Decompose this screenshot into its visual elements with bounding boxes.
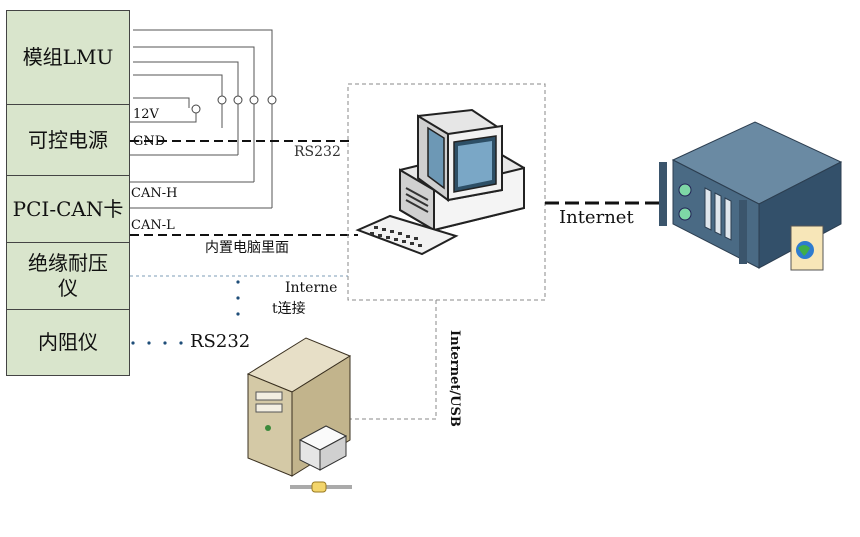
module-power: 可控电源 bbox=[6, 104, 130, 176]
label-can-h: CAN-H bbox=[131, 186, 178, 201]
printer-server-icon bbox=[246, 337, 352, 493]
contact-circles bbox=[191, 95, 277, 114]
label-internet-server: Internet bbox=[559, 207, 634, 228]
internet-dots bbox=[236, 280, 240, 316]
label-can-l: CAN-L bbox=[131, 218, 175, 233]
label-internet-conn-1: Interne bbox=[285, 280, 338, 296]
label-12v: 12V bbox=[133, 107, 159, 122]
label-builtin-pc: 内置电脑里面 bbox=[205, 240, 289, 256]
module-lmu: 模组LMU bbox=[6, 10, 130, 105]
computer-icon bbox=[355, 108, 525, 256]
label-rs232-meter: RS232 bbox=[190, 331, 251, 352]
computer-enclosure bbox=[347, 83, 546, 301]
server-icon bbox=[659, 121, 843, 271]
module-pci-can: PCI-CAN卡 bbox=[6, 175, 130, 243]
label-rs232-pc: RS232 bbox=[294, 144, 341, 160]
lmu-wires bbox=[130, 29, 273, 209]
module-insulation-tester-label: 绝缘耐压仪 bbox=[28, 251, 108, 300]
internet-usb-link bbox=[350, 300, 437, 420]
module-insulation-tester: 绝缘耐压仪 bbox=[6, 242, 130, 310]
module-resistance-meter: 内阻仪 bbox=[6, 309, 130, 376]
module-lmu-label: 模组LMU bbox=[22, 45, 114, 69]
label-internet-conn-2: t连接 bbox=[272, 301, 306, 317]
label-internet-usb: Internet/USB bbox=[447, 330, 462, 427]
module-power-label: 可控电源 bbox=[28, 127, 108, 152]
label-gnd: GND bbox=[133, 134, 166, 149]
module-resistance-meter-label: 内阻仪 bbox=[38, 330, 98, 354]
rs232-dots bbox=[131, 341, 183, 345]
module-pci-can-label: PCI-CAN卡 bbox=[12, 196, 124, 221]
